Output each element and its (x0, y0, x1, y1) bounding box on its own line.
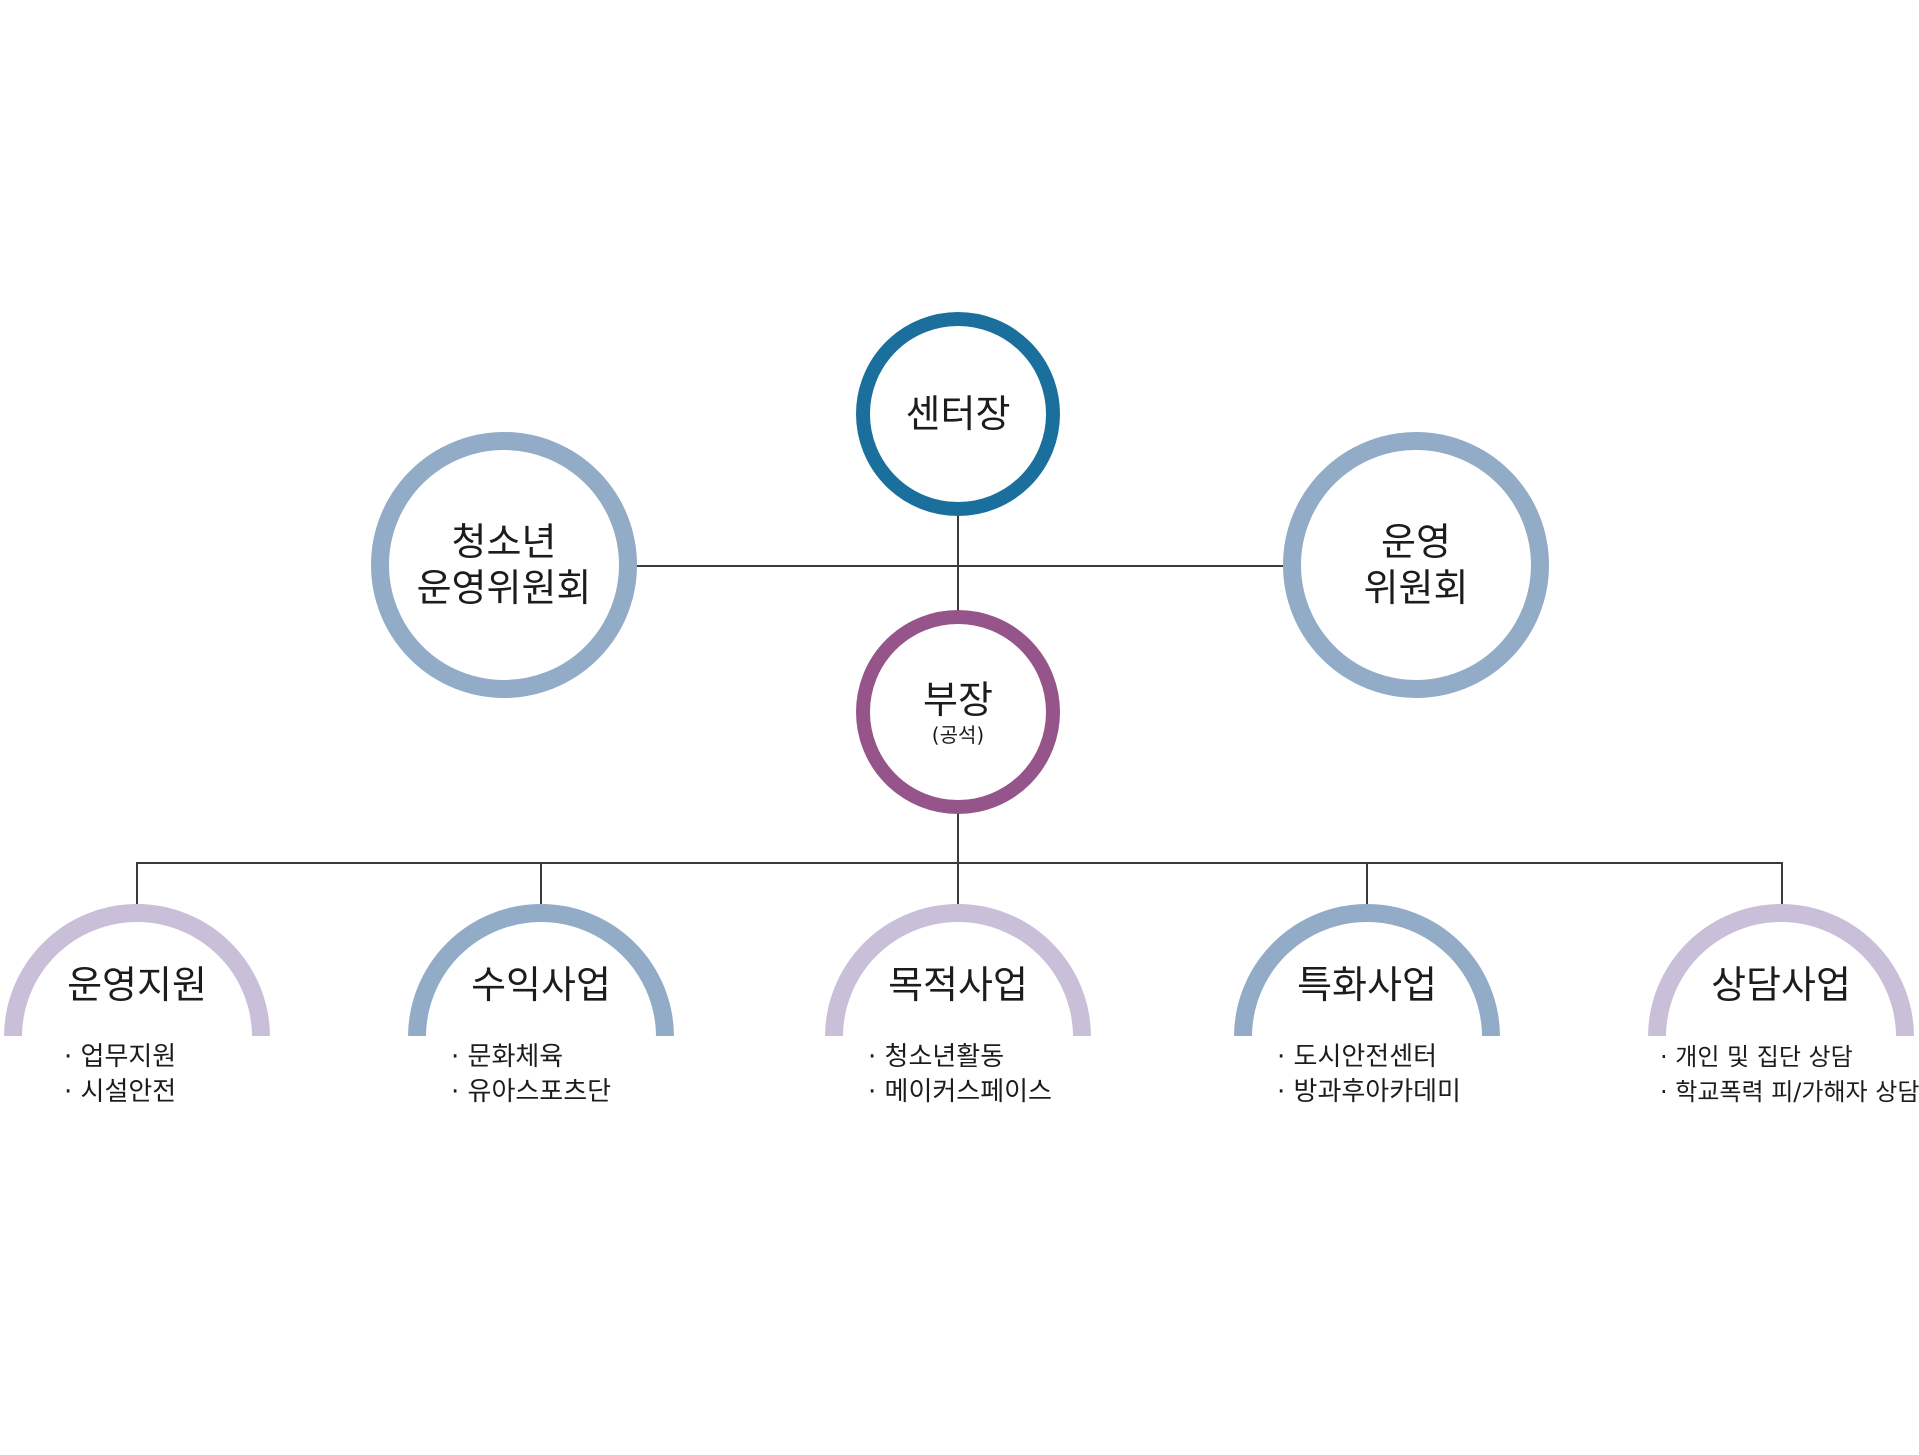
connector-dept-1 (136, 862, 138, 904)
department-item: 학교폭력 피/가해자 상담 (1660, 1075, 1919, 1110)
connector-dept-4 (1366, 862, 1368, 904)
department-item: 도시안전센터 (1277, 1040, 1461, 1075)
youth-committee-node: 청소년 운영위원회 (371, 432, 637, 698)
department-title: 수익사업 (471, 963, 611, 1007)
deputy-status: (공석) (931, 723, 985, 747)
youth-committee-label-line1: 청소년 (451, 520, 557, 564)
director-node: 센터장 (856, 312, 1060, 516)
department-title: 운영지원 (67, 963, 207, 1007)
department-item: 시설안전 (64, 1075, 177, 1110)
deputy-label: 부장 (923, 678, 993, 722)
department-title: 상담사업 (1711, 963, 1851, 1007)
department-item: 유아스포츠단 (451, 1075, 612, 1110)
operating-committee-node: 운영 위원회 (1283, 432, 1549, 698)
connector-deputy-bus (957, 814, 959, 864)
department-items: 업무지원 시설안전 (64, 1040, 177, 1110)
department-item: 메이커스페이스 (868, 1075, 1052, 1110)
department-items: 문화체육 유아스포츠단 (451, 1040, 612, 1110)
director-label: 센터장 (905, 392, 1011, 436)
department-title: 특화사업 (1297, 963, 1437, 1007)
connector-dept-3 (957, 862, 959, 904)
youth-committee-label-line2: 운영위원회 (416, 566, 592, 610)
operating-committee-label-line2: 위원회 (1363, 566, 1469, 610)
department-items: 청소년활동 메이커스페이스 (868, 1040, 1052, 1110)
department-item: 문화체육 (451, 1040, 611, 1075)
department-items: 도시안전센터 방과후아카데미 (1277, 1040, 1461, 1110)
connector-committees (636, 565, 1284, 567)
connector-dept-5 (1781, 862, 1783, 904)
connector-dept-2 (540, 862, 542, 904)
department-item: 청소년활동 (868, 1040, 1052, 1075)
department-items: 개인 및 집단 상담 학교폭력 피/가해자 상담 (1660, 1040, 1919, 1110)
department-item: 업무지원 (64, 1040, 177, 1075)
connector-department-bus (136, 862, 1783, 864)
operating-committee-label-line1: 운영 (1381, 520, 1451, 564)
department-title: 목적사업 (888, 963, 1028, 1007)
department-item: 개인 및 집단 상담 (1660, 1040, 1919, 1075)
department-item: 방과후아카데미 (1277, 1075, 1461, 1110)
deputy-node: 부장 (공석) (856, 610, 1060, 814)
